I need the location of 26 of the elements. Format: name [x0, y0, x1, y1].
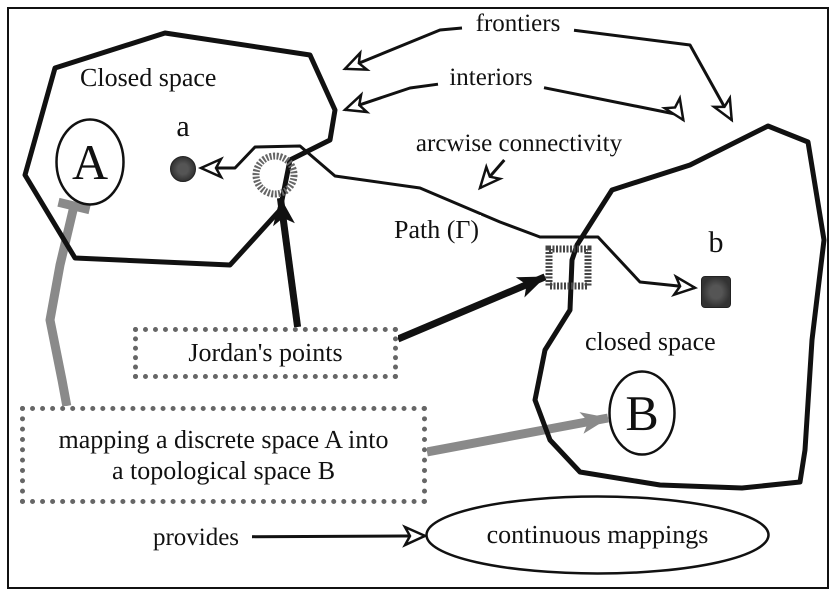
arrow [200, 144, 696, 296]
label-box [133, 327, 398, 379]
arrow [273, 197, 302, 328]
label-box [20, 406, 427, 504]
ellipse-label: continuous mappings [486, 522, 708, 548]
ellipse-label: B [625, 388, 659, 438]
callout-text: provides [140, 520, 252, 554]
callout-text: arcwise connectivity [415, 126, 623, 160]
box-text: mapping a discrete space A into a topological space B [58, 424, 390, 486]
arrow [574, 28, 734, 122]
arrow [344, 26, 462, 71]
arrow [396, 274, 546, 342]
arrow [252, 526, 426, 546]
point-label: b [708, 228, 724, 258]
point-label: a [176, 112, 190, 142]
arrow [478, 159, 506, 190]
edge-label: Path (Γ) [392, 215, 482, 245]
callout-text: frontiers [462, 6, 574, 40]
region-label: closed space [585, 328, 716, 357]
arrow [426, 412, 609, 456]
ellipse-label: A [72, 137, 108, 187]
arrow [544, 86, 685, 122]
arrow [344, 82, 438, 114]
box-text: Jordan's points [188, 337, 343, 369]
region-label: Closed space [80, 64, 216, 93]
callout-text: interiors [438, 60, 544, 94]
